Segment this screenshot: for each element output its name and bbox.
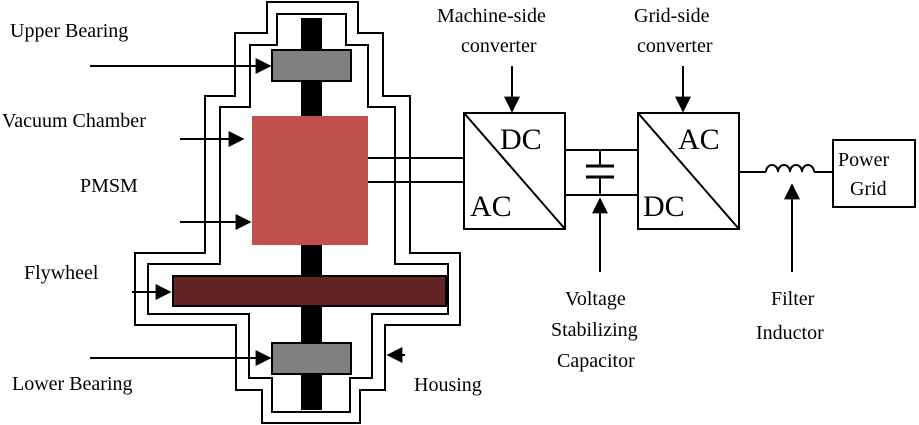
grid-side-label-line2: converter [637, 35, 713, 57]
power-grid-label-line1: Power [838, 149, 889, 171]
housing-outline [134, 1, 461, 424]
flywheel-disk [172, 275, 447, 307]
machine-side-label-line2: converter [461, 35, 537, 57]
grid-side-dc-label: DC [643, 190, 685, 223]
power-grid-box [832, 139, 916, 208]
flywheel-label: Flywheel [24, 262, 99, 284]
machine-side-dc-label: DC [500, 123, 542, 156]
machine-side-label-line1: Machine-side [437, 5, 546, 27]
capacitor-label-line1: Voltage [565, 288, 626, 310]
capacitor-label-line2: Stabilizing [551, 319, 638, 341]
inductor-label-line2: Inductor [756, 322, 824, 344]
machine-side-converter-diagonal [463, 112, 566, 230]
lower-bearing [271, 342, 352, 375]
upper-bearing [271, 49, 352, 82]
machine-side-converter [463, 112, 566, 230]
pmsm-label: PMSM [80, 175, 138, 197]
housing-label: Housing [414, 374, 482, 396]
vacuum-chamber-label: Vacuum Chamber [2, 110, 146, 132]
capacitor-label-line3: Capacitor [557, 350, 635, 372]
lower-bearing-label: Lower Bearing [12, 373, 133, 395]
grid-side-ac-label: AC [678, 123, 720, 156]
vacuum-chamber-outline [147, 13, 449, 413]
inductor-label-line1: Filter [771, 288, 815, 310]
pmsm-block [252, 116, 368, 245]
upper-bearing-label: Upper Bearing [10, 20, 128, 42]
grid-side-converter-diagonal [637, 112, 740, 230]
power-grid-label-line2: Grid [850, 178, 887, 200]
grid-side-label-line1: Grid-side [634, 5, 710, 27]
machine-side-ac-label: AC [470, 190, 512, 223]
inductor-coil [765, 164, 815, 173]
